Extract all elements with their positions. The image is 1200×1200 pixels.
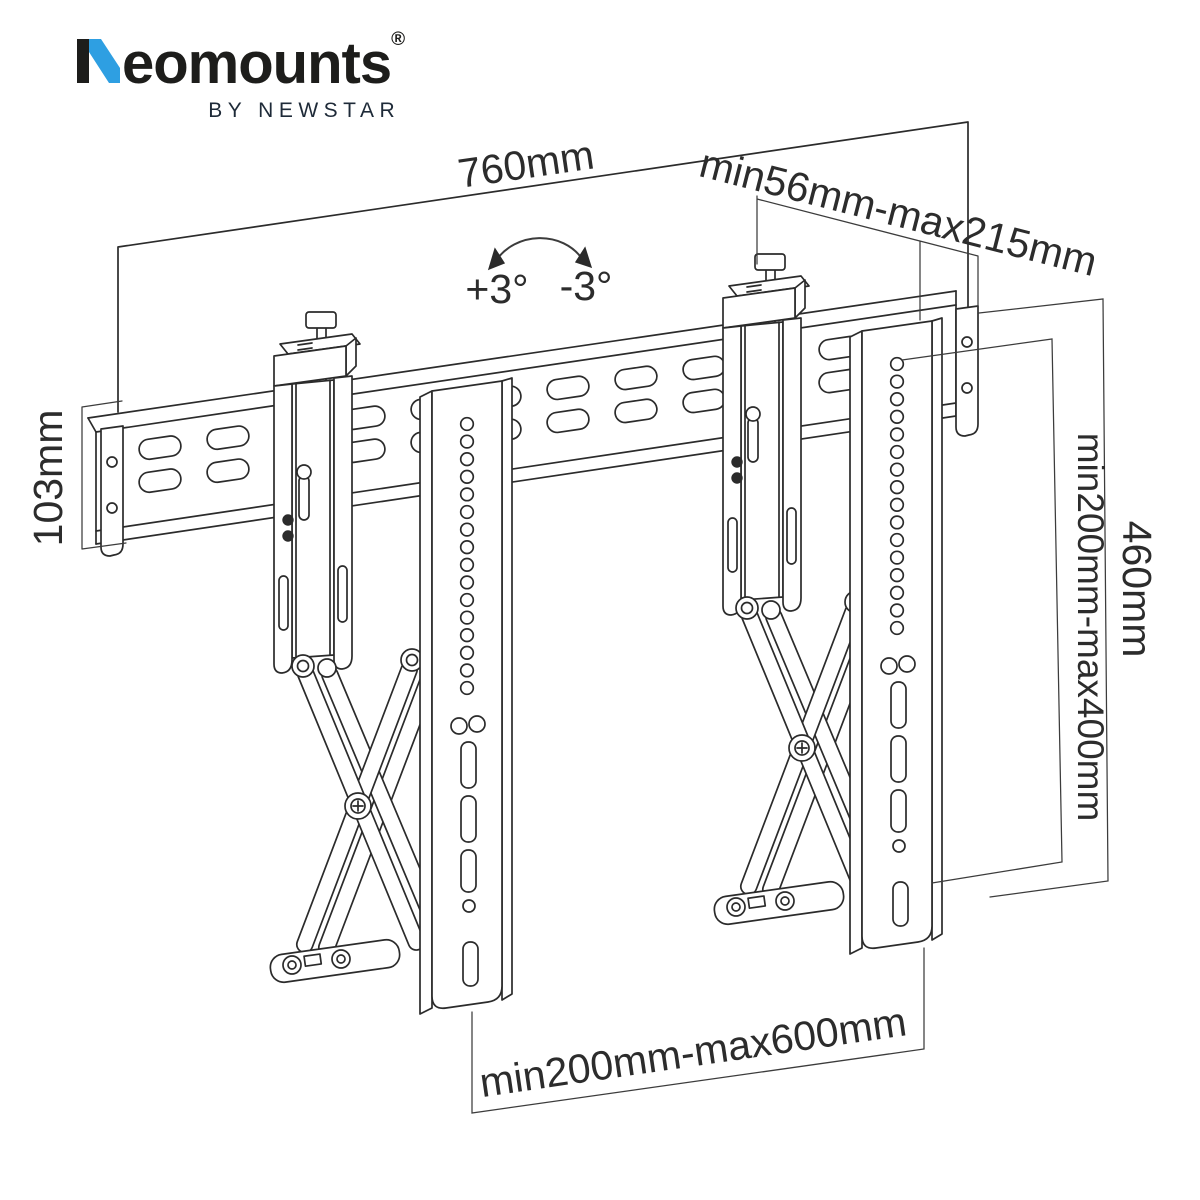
slider-bracket-right	[722, 253, 810, 616]
scissor-arms-left	[269, 648, 449, 984]
brand-registered-mark: ®	[391, 29, 405, 50]
slider-bracket-left	[273, 311, 361, 674]
tilt-arc	[494, 237, 584, 263]
brand-initial-n-icon	[77, 39, 120, 83]
rail-endcap-left	[100, 425, 124, 557]
tilt-annotation: +3° -3°	[465, 237, 613, 312]
dim-bracket-height: 460mm	[978, 298, 1160, 898]
dimension-lines: 103mm 760mm min56mm-max215mm 460mm min20…	[25, 131, 1160, 1114]
vesa-rail-left	[419, 377, 513, 1015]
brand-byline: BY NEWSTAR	[208, 99, 401, 122]
vesa-rail-right	[849, 317, 943, 955]
tilt-arrow-left-icon	[487, 247, 506, 271]
dim-vesa-width: min200mm-max600mm	[471, 947, 925, 1114]
rail-endcap-right	[955, 305, 979, 437]
dim-vesa-height-label: min200mm-max400mm	[1070, 433, 1111, 822]
wall-rail	[87, 290, 957, 545]
brand-name-rest: eomounts	[122, 31, 392, 96]
tilt-down-label: -3°	[560, 263, 613, 309]
dim-rail-width-label: 760mm	[455, 131, 597, 196]
brand-name: eomounts®	[74, 29, 405, 96]
rail-slots	[138, 325, 930, 494]
dim-vesa-width-label: min200mm-max600mm	[477, 998, 910, 1106]
dim-rail-height-label: 103mm	[25, 410, 71, 547]
tilt-arrow-right-icon	[574, 246, 593, 269]
tilt-up-label: +3°	[465, 266, 528, 312]
wall-panel	[117, 121, 969, 413]
brand-logo: eomounts® BY NEWSTAR	[74, 29, 405, 123]
vesa-hole-column	[459, 416, 475, 696]
dim-rail-height: 103mm	[25, 400, 127, 550]
dim-bracket-height-label: 460mm	[1114, 521, 1160, 658]
dim-vesa-height: min200mm-max400mm	[901, 338, 1111, 884]
